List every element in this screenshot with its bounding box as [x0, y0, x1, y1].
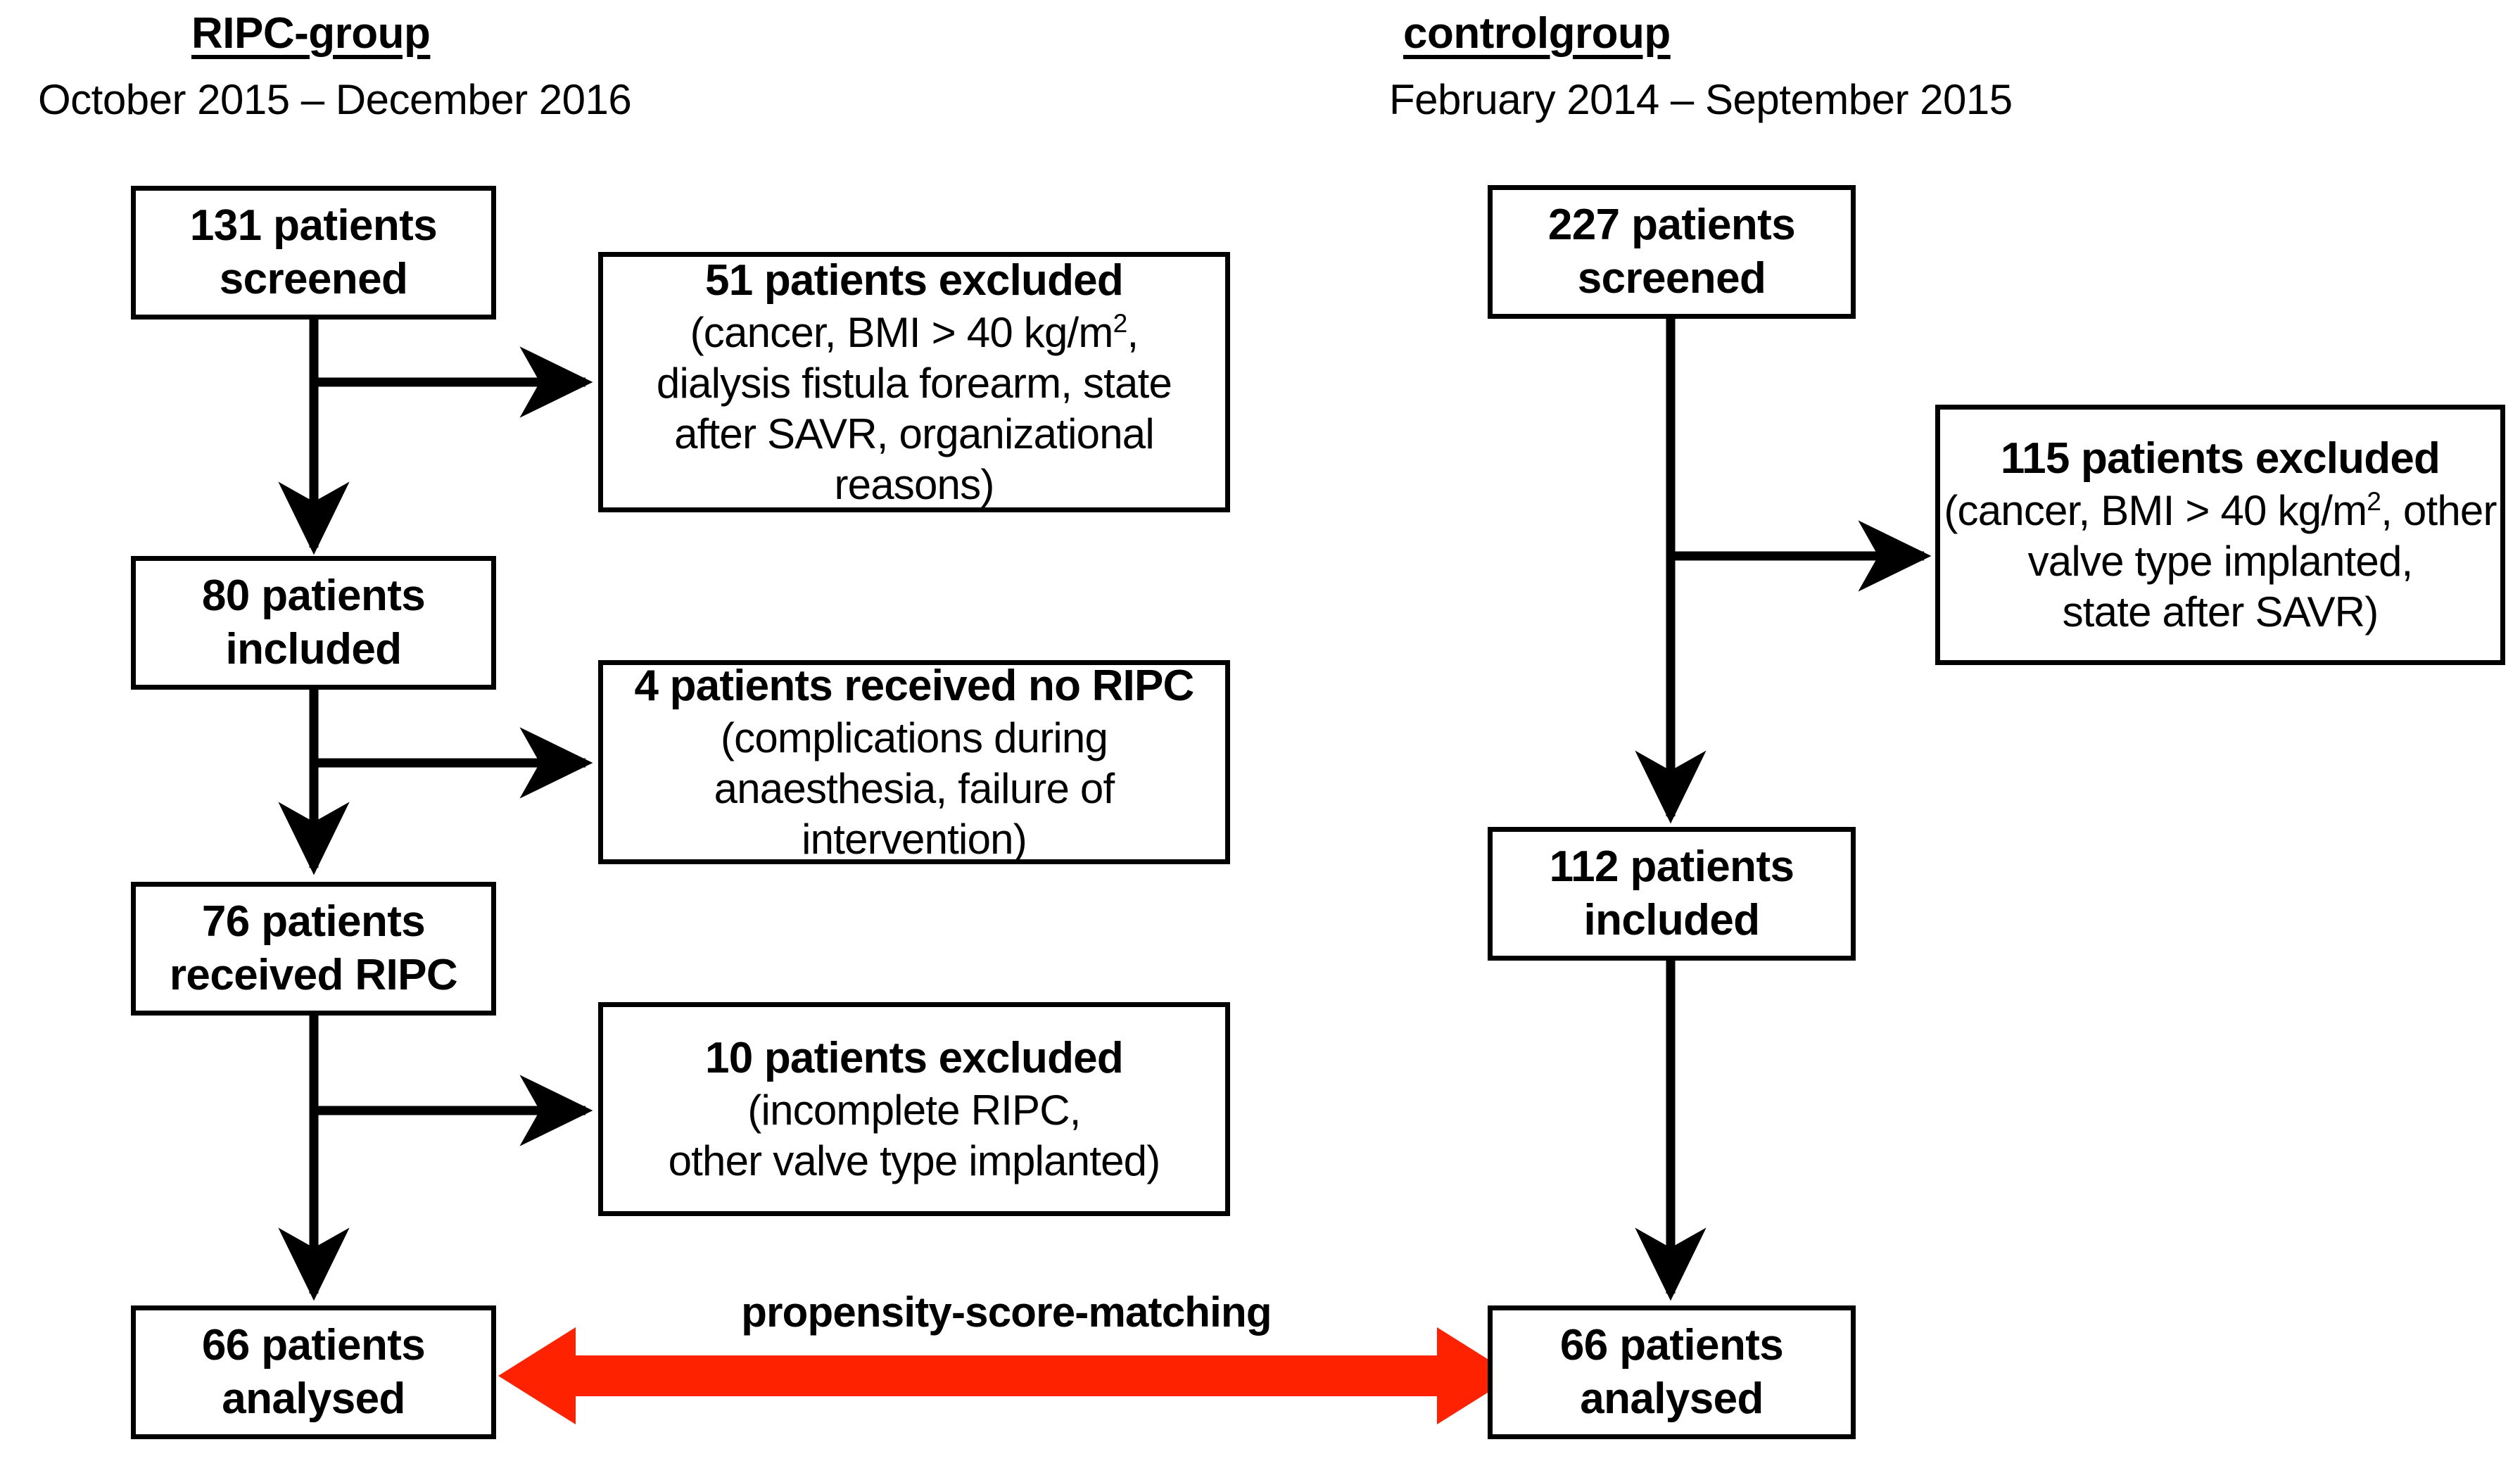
node-left-analysed-line2: analysed	[222, 1374, 405, 1423]
excluded-51-line4: reasons)	[834, 460, 994, 508]
node-left-received-ripc-line1: 76 patients	[201, 897, 426, 947]
excluded-10-line1: (incomplete RIPC,	[747, 1086, 1081, 1134]
node-right-analysed[interactable]: 66 patients analysed	[1488, 1305, 1856, 1439]
no-ripc-4-headline: 4 patients received no RIPC	[634, 662, 1195, 711]
node-right-included-line1: 112 patients	[1549, 842, 1794, 892]
node-left-analysed[interactable]: 66 patients analysed	[131, 1305, 496, 1439]
node-right-excluded-115[interactable]: 115 patients excluded (cancer, BMI > 40 …	[1935, 405, 2505, 665]
node-left-included-line2: included	[225, 625, 402, 673]
right-column-period: February 2014 – September 2015	[1389, 76, 2013, 123]
excluded-10-line2: other valve type implanted)	[668, 1137, 1161, 1184]
excluded-51-line2: dialysis fistula forearm, state	[656, 359, 1172, 407]
left-column-title: RIPC-group	[191, 9, 431, 58]
superscript-2: 2	[2367, 486, 2381, 516]
propensity-score-matching-label: propensity-score-matching	[741, 1289, 1272, 1336]
node-right-included[interactable]: 112 patients included	[1488, 827, 1856, 961]
node-left-no-ripc-4[interactable]: 4 patients received no RIPC (complicatio…	[598, 660, 1230, 864]
node-left-excluded-51[interactable]: 51 patients excluded (cancer, BMI > 40 k…	[598, 252, 1230, 512]
right-column-title: controlgroup	[1403, 9, 1671, 58]
propensity-score-matching-arrow	[498, 1327, 1514, 1424]
node-left-excluded-10[interactable]: 10 patients excluded (incomplete RIPC, o…	[598, 1002, 1230, 1216]
excluded-115-line3: state after SAVR)	[2062, 588, 2379, 635]
superscript-2: 2	[1113, 308, 1128, 338]
node-right-analysed-line1: 66 patients	[1559, 1321, 1784, 1370]
excluded-51-line1: (cancer, BMI > 40 kg/m2,	[690, 308, 1139, 356]
node-left-included[interactable]: 80 patients included	[131, 556, 496, 690]
node-left-received-ripc[interactable]: 76 patients received RIPC	[131, 882, 496, 1016]
no-ripc-4-line1: (complications during	[720, 714, 1108, 761]
node-right-included-line2: included	[1583, 896, 1760, 944]
node-left-analysed-line1: 66 patients	[201, 1321, 426, 1370]
excluded-115-line1: (cancer, BMI > 40 kg/m2, other	[1944, 486, 2497, 534]
node-right-analysed-line2: analysed	[1580, 1374, 1764, 1423]
node-right-screened-line2: screened	[1577, 254, 1766, 303]
excluded-115-line2: valve type implanted,	[2027, 537, 2414, 585]
node-left-received-ripc-line2: received RIPC	[169, 951, 458, 999]
node-right-screened-line1: 227 patients	[1547, 201, 1796, 250]
no-ripc-4-line3: intervention)	[802, 815, 1027, 863]
node-left-screened[interactable]: 131 patients screened	[131, 186, 496, 320]
node-right-screened[interactable]: 227 patients screened	[1488, 185, 1856, 319]
excluded-10-headline: 10 patients excluded	[705, 1034, 1124, 1083]
left-column-period: October 2015 – December 2016	[38, 76, 632, 123]
node-left-screened-line1: 131 patients	[189, 201, 438, 251]
excluded-51-headline: 51 patients excluded	[705, 256, 1124, 305]
node-left-screened-line2: screened	[219, 255, 408, 303]
excluded-115-headline: 115 patients excluded	[2000, 434, 2440, 483]
node-left-included-line1: 80 patients	[201, 571, 426, 621]
no-ripc-4-line2: anaesthesia, failure of	[714, 764, 1115, 812]
excluded-51-line3: after SAVR, organizational	[674, 410, 1155, 457]
